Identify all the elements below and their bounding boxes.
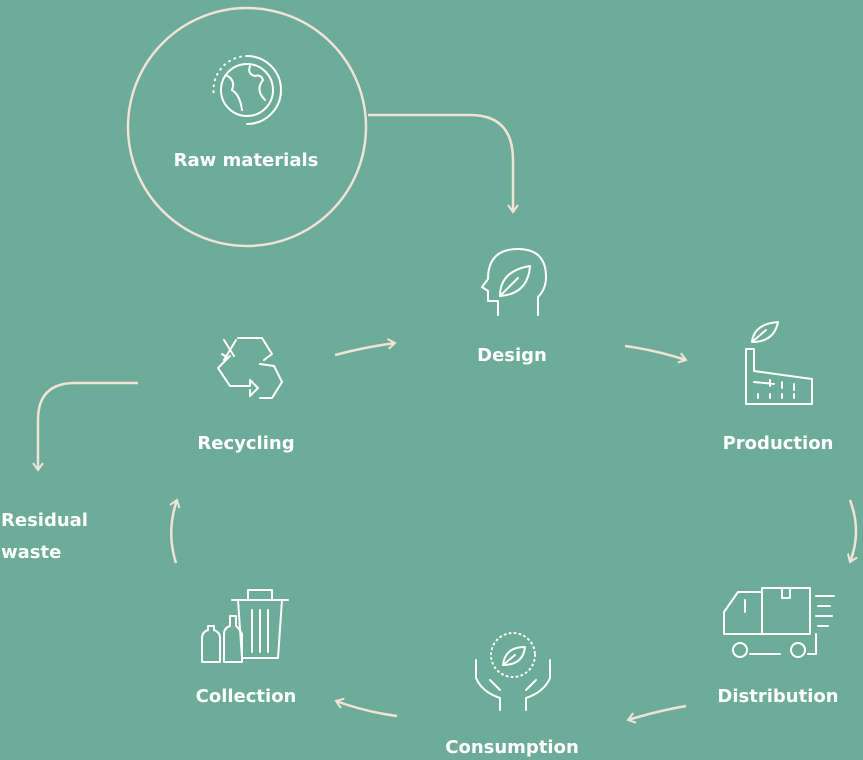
design-label: Design [477, 345, 547, 366]
globe-icon [212, 55, 282, 125]
arrow-distribution-to-consumption [626, 704, 687, 724]
arrow-recycling-to-design [334, 338, 397, 357]
head-leaf-icon [481, 248, 547, 316]
raw-materials-label: Raw materials [173, 150, 319, 171]
consumption-label: Consumption [445, 737, 579, 758]
residual-waste-label: Residual waste [1, 505, 88, 569]
recycling-label: Recycling [197, 433, 295, 454]
arrow-design-to-production [624, 344, 688, 364]
hands-leaf-icon [475, 632, 551, 711]
arrow-raw-to-design [368, 113, 519, 214]
factory-icon [745, 321, 813, 405]
production-label: Production [722, 433, 834, 454]
raw-materials-circle [126, 6, 368, 248]
distribution-label: Distribution [717, 686, 839, 707]
arrow-collection-to-recycling [169, 498, 181, 564]
collection-label: Collection [195, 686, 297, 707]
delivery-truck-icon [723, 587, 835, 658]
recycle-icon [217, 337, 283, 399]
arrow-recycling-to-residual [32, 381, 138, 472]
trash-bin-bottles-icon [201, 589, 289, 663]
arrow-consumption-to-collection [334, 697, 398, 718]
residual-waste-line1: Residual [1, 510, 88, 531]
arrow-production-to-distribution [846, 499, 858, 564]
residual-waste-line2: waste [1, 542, 62, 563]
